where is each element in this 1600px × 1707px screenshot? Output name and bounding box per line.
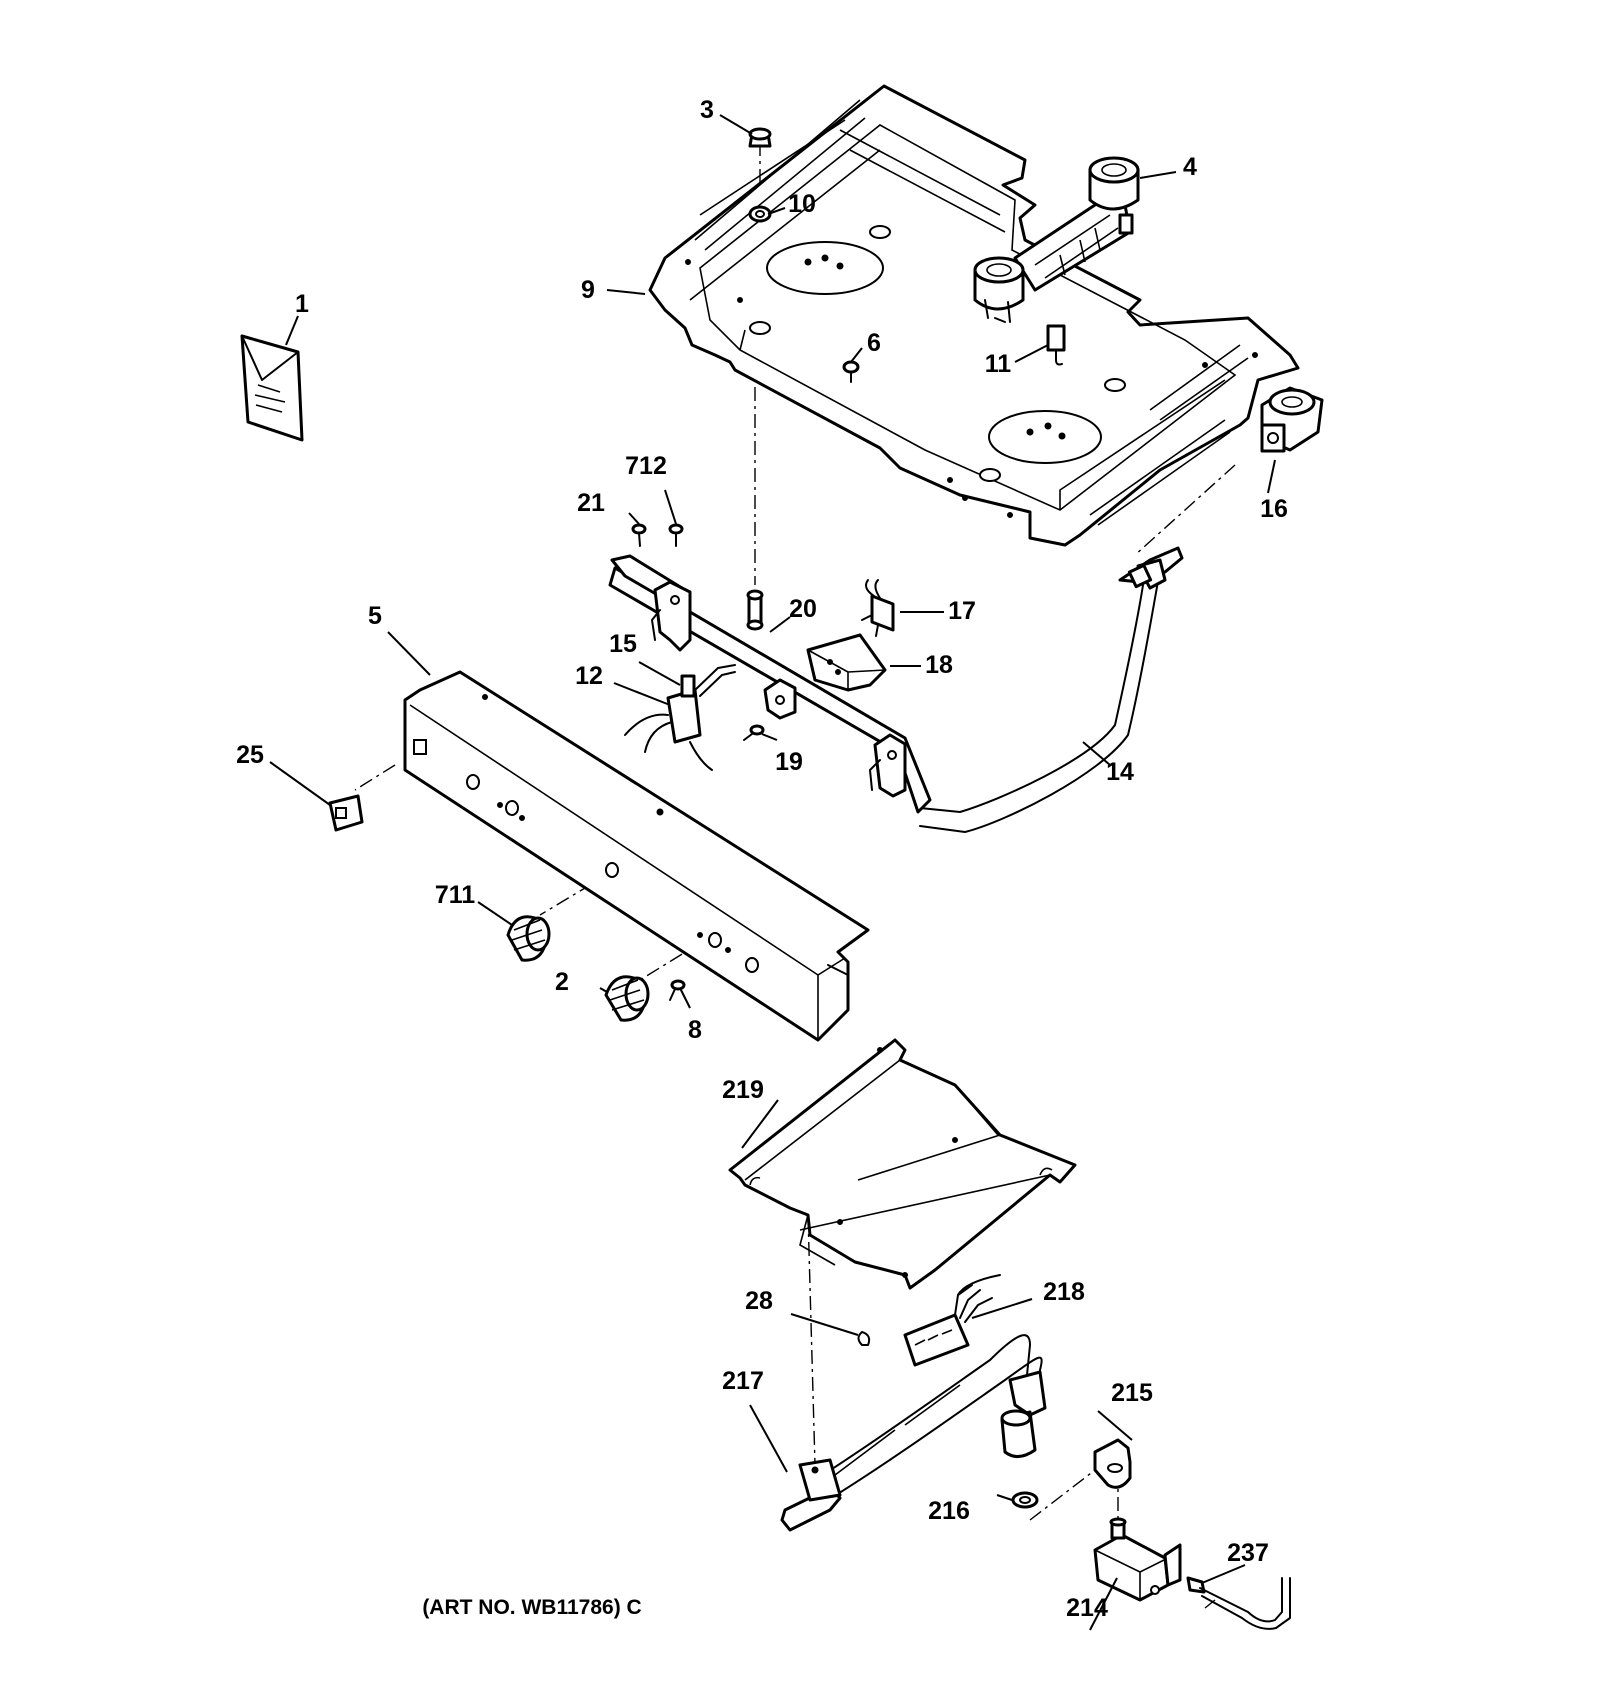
heat-shield-219	[728, 1038, 1077, 1290]
callout-14: 14	[1106, 758, 1134, 786]
pressure-regulator-16	[1260, 386, 1324, 453]
callout-215: 215	[1111, 1379, 1153, 1407]
manifold-stud-20	[746, 589, 764, 631]
knob-2	[604, 975, 650, 1022]
callout-labels: 1 2 3 4 5 6 8 9 10 11 12 14 15 16 17 18 …	[236, 96, 1288, 1622]
screw-712	[668, 523, 684, 547]
callout-6: 6	[867, 329, 881, 357]
callout-16: 16	[1260, 495, 1288, 523]
callout-5: 5	[368, 602, 382, 630]
leader-lines	[269, 114, 1276, 1631]
clip-25	[328, 794, 364, 832]
screw-19	[743, 724, 765, 741]
callout-1: 1	[295, 290, 309, 318]
callout-8: 8	[688, 1016, 702, 1044]
callout-3: 3	[700, 96, 714, 124]
top-burner-valves	[973, 156, 1140, 323]
spark-electrode-11	[1046, 324, 1066, 366]
callout-10: 10	[788, 190, 816, 218]
callout-11: 11	[985, 350, 1012, 378]
clip-28	[857, 1331, 871, 1346]
callout-25: 25	[236, 741, 264, 769]
literature-envelope-1	[240, 334, 304, 442]
burner-collar-216	[1000, 1409, 1039, 1509]
screw-21	[631, 523, 647, 547]
callout-712: 712	[625, 452, 667, 480]
callout-219: 219	[722, 1076, 764, 1104]
burner-box-tray	[648, 84, 1300, 547]
grommet-3	[748, 127, 772, 148]
callout-28: 28	[745, 1287, 773, 1315]
callout-2: 2	[555, 968, 569, 996]
igniter-218	[903, 1274, 1001, 1367]
nut-10	[748, 205, 772, 223]
callout-12: 12	[575, 662, 603, 690]
screw-8	[669, 979, 686, 1001]
callout-237: 237	[1227, 1539, 1269, 1567]
callout-214: 214	[1066, 1594, 1108, 1622]
igniter-switch-12-15	[624, 664, 736, 771]
callout-4: 4	[1183, 153, 1197, 181]
control-panel-5	[403, 670, 870, 1042]
supply-tube-14	[919, 546, 1184, 833]
callout-218: 218	[1043, 1278, 1085, 1306]
bracket-215	[1093, 1438, 1132, 1489]
callout-216: 216	[928, 1497, 970, 1525]
tube-237	[1186, 1576, 1291, 1630]
callout-711: 711	[435, 881, 475, 909]
broil-burner-217	[780, 1334, 1047, 1532]
callout-9: 9	[581, 276, 595, 304]
callout-15: 15	[609, 630, 637, 658]
callout-18: 18	[925, 651, 953, 679]
manifold-pipe	[608, 554, 932, 814]
callout-21: 21	[577, 489, 605, 517]
callout-19: 19	[775, 748, 803, 776]
broil-valve-214	[1093, 1517, 1182, 1602]
callout-217: 217	[722, 1367, 764, 1395]
callout-17: 17	[948, 597, 976, 625]
bracket-18	[806, 633, 887, 692]
callout-20: 20	[789, 595, 817, 623]
switch-17	[861, 579, 895, 637]
art-number-caption: (ART NO. WB11786) C	[422, 1596, 641, 1619]
knob-711	[506, 915, 551, 962]
